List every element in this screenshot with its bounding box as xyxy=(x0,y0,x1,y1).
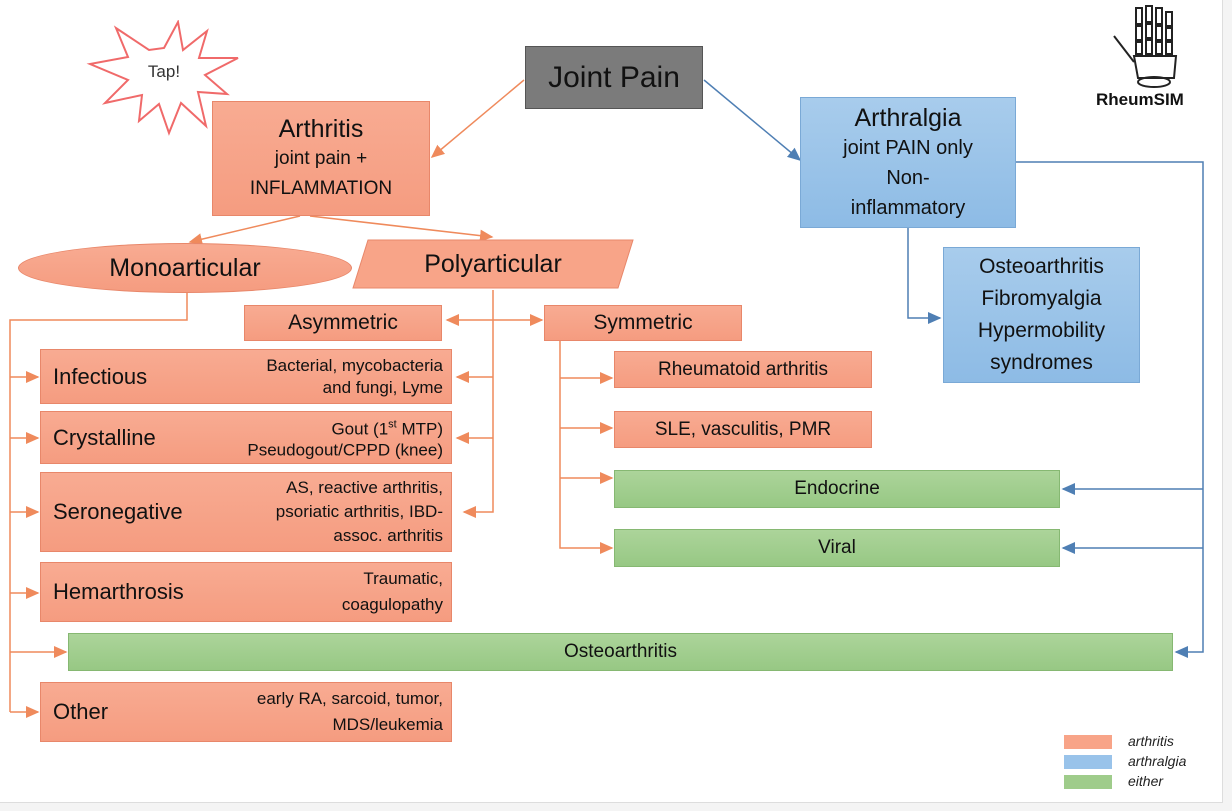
arthralgia-line2: Non- xyxy=(886,166,930,189)
arthralgia-condition: Hypermobility xyxy=(977,319,1106,342)
sle-vasculitis-pmr-node[interactable]: SLE, vasculitis, PMR xyxy=(614,411,872,448)
arthralgia-condition: Fibromyalgia xyxy=(981,287,1102,310)
infectious-node[interactable]: Infectious Bacterial, mycobacteria and f… xyxy=(40,349,452,404)
category-name: Infectious xyxy=(53,363,148,389)
legend-label: arthritis xyxy=(1128,733,1174,749)
arthritis-title: Arthritis xyxy=(278,114,364,143)
category-name: Other xyxy=(53,699,109,724)
arthralgia-line3: inflammatory xyxy=(850,196,966,219)
arthralgia-node[interactable]: Arthralgia joint PAIN only Non- inflamma… xyxy=(800,97,1016,228)
tap-label: Tap! xyxy=(147,62,181,81)
logo-text: RheumSIM xyxy=(1096,90,1184,109)
symmetric-node[interactable]: Symmetric xyxy=(544,305,742,341)
monoarticular-node[interactable]: Monoarticular xyxy=(18,243,352,293)
rheumsim-logo: RheumSIM xyxy=(1090,4,1216,112)
seronegative-node[interactable]: Seronegative AS, reactive arthritis, pso… xyxy=(40,472,452,552)
legend-swatch-either xyxy=(1064,775,1112,789)
category-description: Bacterial, mycobacteria and fungi, Lyme xyxy=(266,355,443,397)
category-description: early RA, sarcoid, tumor, MDS/leukemia xyxy=(256,689,443,734)
parallelogram-shape xyxy=(352,239,634,289)
starburst-icon xyxy=(86,18,239,136)
category-description: Traumatic, coagulopathy xyxy=(341,569,443,614)
asymmetric-label: Asymmetric xyxy=(288,311,398,334)
monoarticular-label: Monoarticular xyxy=(109,253,261,282)
arthralgia-title: Arthralgia xyxy=(854,103,962,132)
joint-pain-label: Joint Pain xyxy=(548,60,680,94)
arthralgia-line1: joint PAIN only xyxy=(843,136,973,159)
asymmetric-node[interactable]: Asymmetric xyxy=(244,305,442,341)
category-description: Gout (1st MTP) Pseudogout/CPPD (knee) xyxy=(247,418,443,460)
tap-starburst[interactable]: Tap! xyxy=(86,18,242,136)
joint-pain-node[interactable]: Joint Pain xyxy=(525,46,703,109)
skeletal-hand-icon xyxy=(1113,5,1178,88)
osteoarthritis-bar[interactable]: Osteoarthritis xyxy=(68,633,1173,671)
arthritis-line2: INFLAMMATION xyxy=(249,177,393,199)
crystalline-node[interactable]: Crystalline Gout (1st MTP) Pseudogout/CP… xyxy=(40,411,452,464)
endocrine-node[interactable]: Endocrine xyxy=(614,470,1060,508)
arthritis-line1: joint pain + xyxy=(274,147,368,169)
legend-label: arthralgia xyxy=(1128,753,1187,769)
rheumatoid-arthritis-node[interactable]: Rheumatoid arthritis xyxy=(614,351,872,388)
category-name: Seronegative xyxy=(53,499,183,524)
either-item-label: Viral xyxy=(818,537,856,558)
category-name: Crystalline xyxy=(53,424,156,450)
polyarticular-label: Polyarticular xyxy=(424,250,562,278)
legend-swatch-arthritis xyxy=(1064,735,1112,749)
category-description: AS, reactive arthritis, psoriatic arthri… xyxy=(275,478,443,545)
arthralgia-conditions-node[interactable]: Osteoarthritis Fibromyalgia Hypermobilit… xyxy=(943,247,1140,383)
other-node[interactable]: Other early RA, sarcoid, tumor, MDS/leuk… xyxy=(40,682,452,742)
polyarticular-node[interactable]: Polyarticular xyxy=(352,239,634,289)
arthralgia-condition: syndromes xyxy=(990,351,1093,374)
osteoarthritis-label: Osteoarthritis xyxy=(564,641,677,662)
arthritis-node[interactable]: Arthritis joint pain + INFLAMMATION xyxy=(212,101,430,216)
legend-swatch-arthralgia xyxy=(1064,755,1112,769)
legend: arthritis arthralgia either xyxy=(1062,733,1212,797)
legend-label: either xyxy=(1128,773,1164,789)
hemarthrosis-node[interactable]: Hemarthrosis Traumatic, coagulopathy xyxy=(40,562,452,622)
symmetric-label: Symmetric xyxy=(593,311,693,334)
viral-node[interactable]: Viral xyxy=(614,529,1060,567)
arthralgia-condition: Osteoarthritis xyxy=(979,255,1104,278)
symmetric-item-label: SLE, vasculitis, PMR xyxy=(654,418,832,440)
either-item-label: Endocrine xyxy=(794,478,880,499)
category-name: Hemarthrosis xyxy=(53,579,184,604)
symmetric-item-label: Rheumatoid arthritis xyxy=(657,358,829,380)
